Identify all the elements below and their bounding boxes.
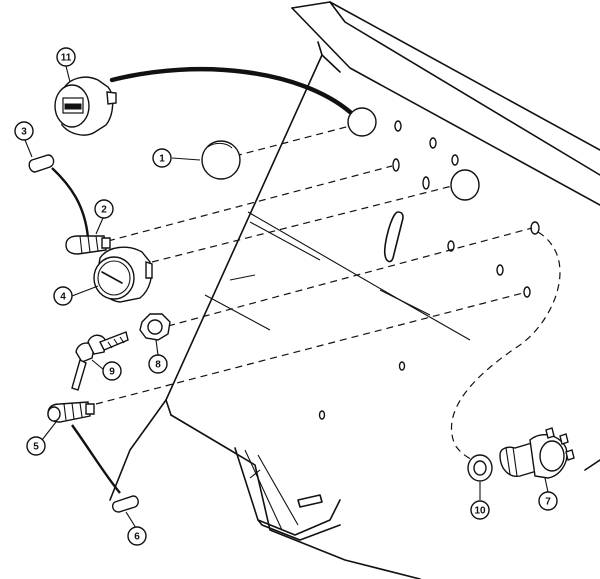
callout-9: 9 <box>102 361 122 381</box>
callout-10-label: 10 <box>474 506 486 517</box>
callout-6-label: 6 <box>134 532 140 543</box>
dashboard-panel <box>109 1 600 579</box>
callout-4-label: 4 <box>60 292 66 303</box>
hour-meter-part <box>54 76 117 136</box>
callout-6: 6 <box>127 526 147 546</box>
nut-part <box>139 313 171 341</box>
callout-3-label: 3 <box>21 127 27 138</box>
callout-7: 7 <box>538 491 558 511</box>
callout-8: 8 <box>148 354 168 374</box>
callout-11-label: 11 <box>61 53 72 64</box>
assembly-lines <box>95 125 561 461</box>
callout-1-label: 1 <box>159 154 165 165</box>
wire-harness <box>51 66 353 494</box>
callout-3: 3 <box>14 121 34 141</box>
panel-holes <box>318 107 566 467</box>
callout-1: 1 <box>152 148 172 168</box>
callout-9-label: 9 <box>109 367 115 378</box>
fuse-part-3 <box>28 154 55 173</box>
callout-4: 4 <box>53 286 73 306</box>
callout-7-label: 7 <box>545 497 551 508</box>
indicator-light-part <box>65 235 111 255</box>
callout-5: 5 <box>26 436 46 456</box>
washer-part <box>467 454 493 482</box>
callout-11: 11 <box>56 47 76 67</box>
hole-plug-part <box>201 140 241 180</box>
fuse-part-6 <box>111 495 139 513</box>
light-socket-part <box>47 401 95 423</box>
gauge-part <box>93 246 153 303</box>
callout-10: 10 <box>470 500 490 520</box>
keys-part <box>71 331 129 391</box>
callout-leaders <box>24 65 549 529</box>
callout-5-label: 5 <box>33 442 39 453</box>
callout-2: 2 <box>94 199 114 219</box>
callout-2-label: 2 <box>101 205 107 216</box>
callout-8-label: 8 <box>155 360 161 371</box>
ignition-switch-part <box>499 427 575 479</box>
